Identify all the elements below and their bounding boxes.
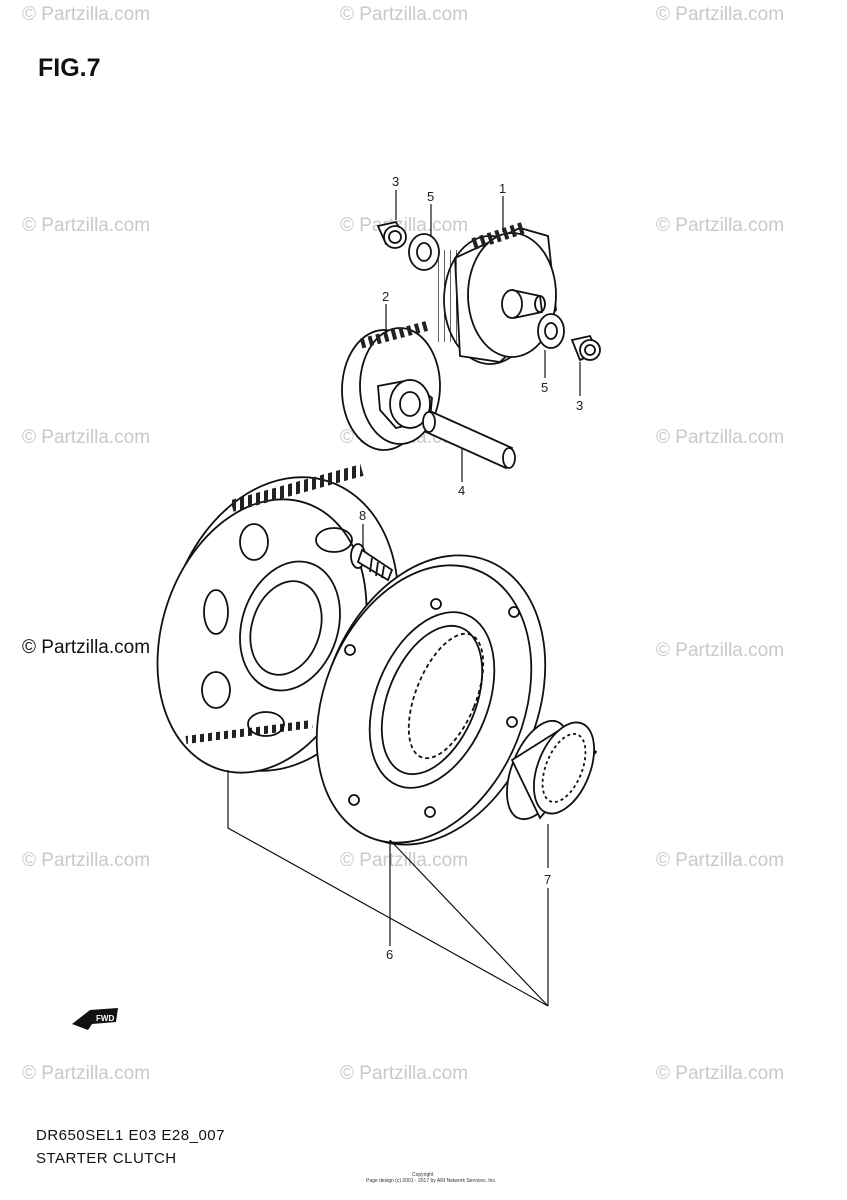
watermark: © Partzilla.com	[340, 215, 469, 236]
callout-5-top: 5	[427, 189, 435, 204]
callout-8: 8	[359, 508, 367, 523]
watermark: © Partzilla.com	[22, 1063, 151, 1084]
callout-4: 4	[458, 483, 466, 498]
watermark: © Partzilla.com	[340, 850, 469, 871]
watermark: © Partzilla.com	[656, 4, 785, 25]
watermark: © Partzilla.com	[656, 850, 785, 871]
gear-2	[341, 321, 441, 451]
watermark: © Partzilla.com	[22, 850, 151, 871]
washer-5-top	[408, 233, 440, 271]
fwd-arrow-icon	[72, 1008, 118, 1030]
diagram-caption: STARTER CLUTCH	[36, 1150, 177, 1167]
callout-3-right: 3	[576, 398, 584, 413]
watermark: © Partzilla.com	[656, 427, 785, 448]
watermark-prominent: © Partzilla.com	[22, 637, 151, 658]
watermark: © Partzilla.com	[656, 1063, 785, 1084]
spacer-3-top	[376, 220, 407, 249]
callout-6: 6	[386, 947, 394, 962]
callout-1: 1	[499, 181, 507, 196]
watermark: © Partzilla.com	[340, 1063, 469, 1084]
bearing-7	[506, 719, 598, 821]
copyright-line-2: Page design (c) 2001 - 2017 by ARI Netwo…	[366, 1178, 497, 1184]
fwd-label: FWD	[96, 1014, 114, 1023]
shaft-4	[422, 410, 516, 470]
copyright-line-1: Copyright	[412, 1172, 434, 1178]
model-code: DR650SEL1 E03 E28_007	[36, 1127, 225, 1144]
figure-label: FIG.7	[38, 54, 101, 82]
callout-7: 7	[544, 872, 552, 887]
clutch-housing-6	[315, 554, 547, 846]
leader-lines	[227, 190, 581, 1007]
watermark: © Partzilla.com	[22, 4, 151, 25]
washer-5-right	[537, 313, 565, 349]
callout-5-right: 5	[541, 380, 549, 395]
watermark: © Partzilla.com	[656, 215, 785, 236]
bolt-8	[350, 543, 394, 582]
spacer-3-right	[570, 334, 601, 362]
watermark: © Partzilla.com	[22, 215, 151, 236]
clutch-1	[438, 221, 557, 365]
callout-3-top: 3	[392, 174, 400, 189]
watermark: © Partzilla.com	[656, 640, 785, 661]
callout-2: 2	[382, 289, 390, 304]
watermark: © Partzilla.com	[340, 4, 469, 25]
watermark: © Partzilla.com	[22, 427, 151, 448]
